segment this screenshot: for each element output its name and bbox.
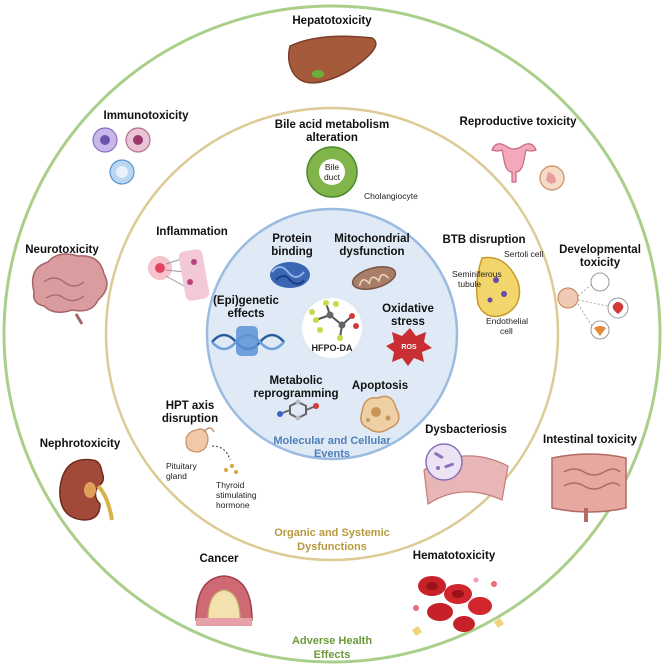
- tsh-label-line1: Thyroid: [216, 480, 245, 490]
- hematotoxicity-label: Hematotoxicity: [413, 550, 496, 562]
- reproductive-label: Reproductive toxicity: [460, 116, 578, 128]
- hepatotoxicity-label: Hepatotoxicity: [292, 15, 372, 27]
- endothelial-label-line2: cell: [500, 326, 513, 336]
- pituitary-label-line1: Pituitary: [166, 461, 197, 471]
- protein-icon: [270, 262, 310, 288]
- immune-cells-icon: [92, 127, 151, 185]
- middle-ring-title-line2: Dysfunctions: [297, 541, 367, 553]
- inflammation-label: Inflammation: [156, 226, 228, 238]
- seminiferous-label-line1: Seminiferous: [452, 269, 502, 279]
- brain-icon: [31, 253, 108, 325]
- seminiferous-tubule-icon: [475, 256, 521, 318]
- metabolic-label-line1: Metabolic: [269, 375, 323, 387]
- cholangiocyte-label: Cholangiocyte: [364, 191, 418, 201]
- uterus-icon: [491, 143, 565, 191]
- oxidative-label-line2: stress: [391, 316, 425, 328]
- btb-label: BTB disruption: [442, 234, 525, 246]
- inner-ring-title-line2: Events: [314, 448, 350, 460]
- middle-ring-title-line1: Organic and Systemic: [274, 527, 390, 539]
- endothelial-label-line1: Endothelial: [486, 316, 528, 326]
- tsh-label-line3: hormone: [216, 500, 250, 510]
- inflammation-icon: [148, 249, 210, 301]
- center-label: HFPO-DA: [312, 343, 353, 353]
- cancer-label: Cancer: [200, 553, 240, 565]
- developmental-label-line2: toxicity: [580, 257, 621, 269]
- oxidative-label-line1: Oxidative: [382, 303, 434, 315]
- apoptosis-label: Apoptosis: [352, 380, 408, 392]
- dna-icon: [211, 326, 285, 356]
- bile-duct-label-line2: duct: [324, 172, 341, 182]
- hfpo-da-molecule: [302, 298, 362, 358]
- intestinal-label: Intestinal toxicity: [543, 434, 638, 446]
- dysbacteriosis-label: Dysbacteriosis: [425, 424, 507, 436]
- liver-icon: [287, 35, 377, 84]
- nephrotoxicity-label: Nephrotoxicity: [40, 438, 121, 450]
- outer-ring-title-line1: Adverse Health: [292, 635, 372, 647]
- fetus-organs-icon: [557, 272, 629, 340]
- inner-ring-title-line1: Molecular and Cellular: [273, 435, 391, 447]
- sertoli-cell-label: Sertoli cell: [504, 249, 543, 259]
- immunotoxicity-label: Immunotoxicity: [104, 110, 190, 122]
- tumor-icon: [195, 575, 253, 626]
- kidney-icon: [59, 458, 114, 521]
- intestine-icon: [551, 453, 627, 522]
- mitochondrial-label-line1: Mitochondrial: [334, 233, 409, 245]
- bile-label-line1: Bile acid metabolism: [275, 119, 389, 131]
- mitochondrial-label-line2: dysfunction: [339, 246, 404, 258]
- developmental-label-line1: Developmental: [559, 244, 641, 256]
- epigenetic-label-line1: (Epi)genetic: [213, 295, 279, 307]
- pituitary-gland-icon: [185, 427, 238, 474]
- hpt-label-line2: disruption: [162, 413, 218, 425]
- protein-binding-label-line1: Protein: [272, 233, 312, 245]
- outer-ring-title-line2: Effects: [314, 649, 351, 661]
- ros-burst-icon: [386, 328, 432, 366]
- blood-cells-icon: [412, 576, 504, 636]
- seminiferous-label-line2: tubule: [458, 279, 481, 289]
- protein-binding-label-line2: binding: [271, 246, 313, 258]
- bile-duct-label-line1: Bile: [325, 162, 339, 172]
- gut-microbiota-icon: [423, 443, 509, 506]
- pituitary-label-line2: gland: [166, 471, 187, 481]
- bile-duct-icon: [306, 146, 358, 198]
- apoptotic-cell-icon: [360, 395, 400, 433]
- metabolic-label-line2: reprogramming: [254, 388, 339, 400]
- mitochondria-icon: [351, 266, 397, 290]
- neurotoxicity-label: Neurotoxicity: [25, 244, 99, 256]
- ros-label: ROS: [401, 344, 417, 351]
- bile-label-line2: alteration: [306, 132, 358, 144]
- epigenetic-label-line2: effects: [227, 308, 264, 320]
- hpt-label-line1: HPT axis: [166, 400, 215, 412]
- metabolite-molecule-icon: [277, 399, 319, 421]
- tsh-label-line2: stimulating: [216, 490, 257, 500]
